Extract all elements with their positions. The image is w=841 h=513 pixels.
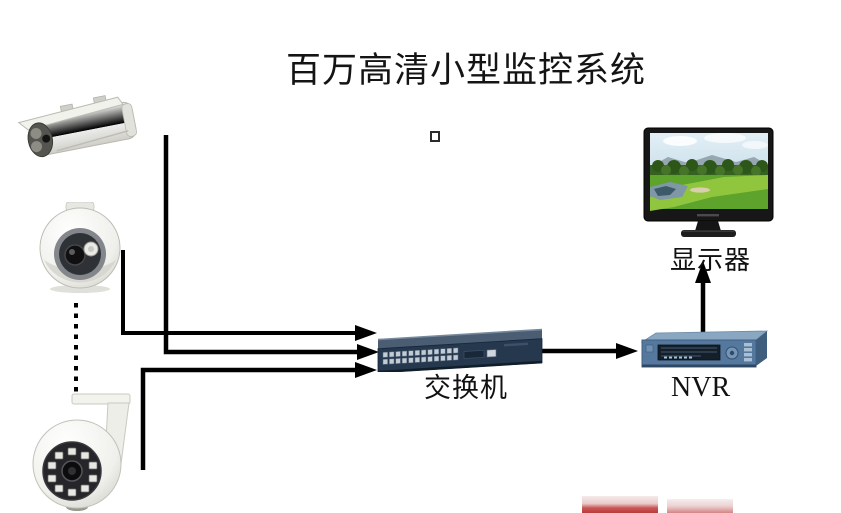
dome-camera <box>28 201 132 299</box>
arrowhead <box>695 261 711 283</box>
monitor <box>640 125 777 244</box>
edge-bullet-to-switch <box>163 135 360 355</box>
arrowhead <box>357 344 379 360</box>
monitor-label: 显示器 <box>670 246 752 275</box>
nvr <box>636 326 770 381</box>
edge-dome-to-switch <box>121 250 356 335</box>
arrowhead <box>355 362 377 378</box>
ptz-camera-icon <box>32 393 131 511</box>
page-title: 百万高清小型监控系统 <box>286 51 647 90</box>
nvr-label: NVR <box>671 372 731 403</box>
nvr-icon <box>640 330 769 368</box>
red-watermark-smudge <box>582 496 658 513</box>
monitor-icon <box>643 127 774 237</box>
network-switch-icon <box>377 328 543 374</box>
bullet-camera <box>15 84 145 179</box>
dome-camera-icon <box>39 201 121 293</box>
switch-label: 交换机 <box>424 373 508 403</box>
red-watermark-smudge <box>667 499 733 513</box>
bullet-camera-icon <box>17 95 137 158</box>
stray-handle-square <box>430 131 440 142</box>
edge-ptz-to-switch <box>140 367 356 470</box>
network-switch <box>374 322 546 377</box>
arrowhead <box>616 343 638 359</box>
ptz-speed-dome-camera <box>22 392 142 513</box>
arrowhead <box>355 325 377 341</box>
